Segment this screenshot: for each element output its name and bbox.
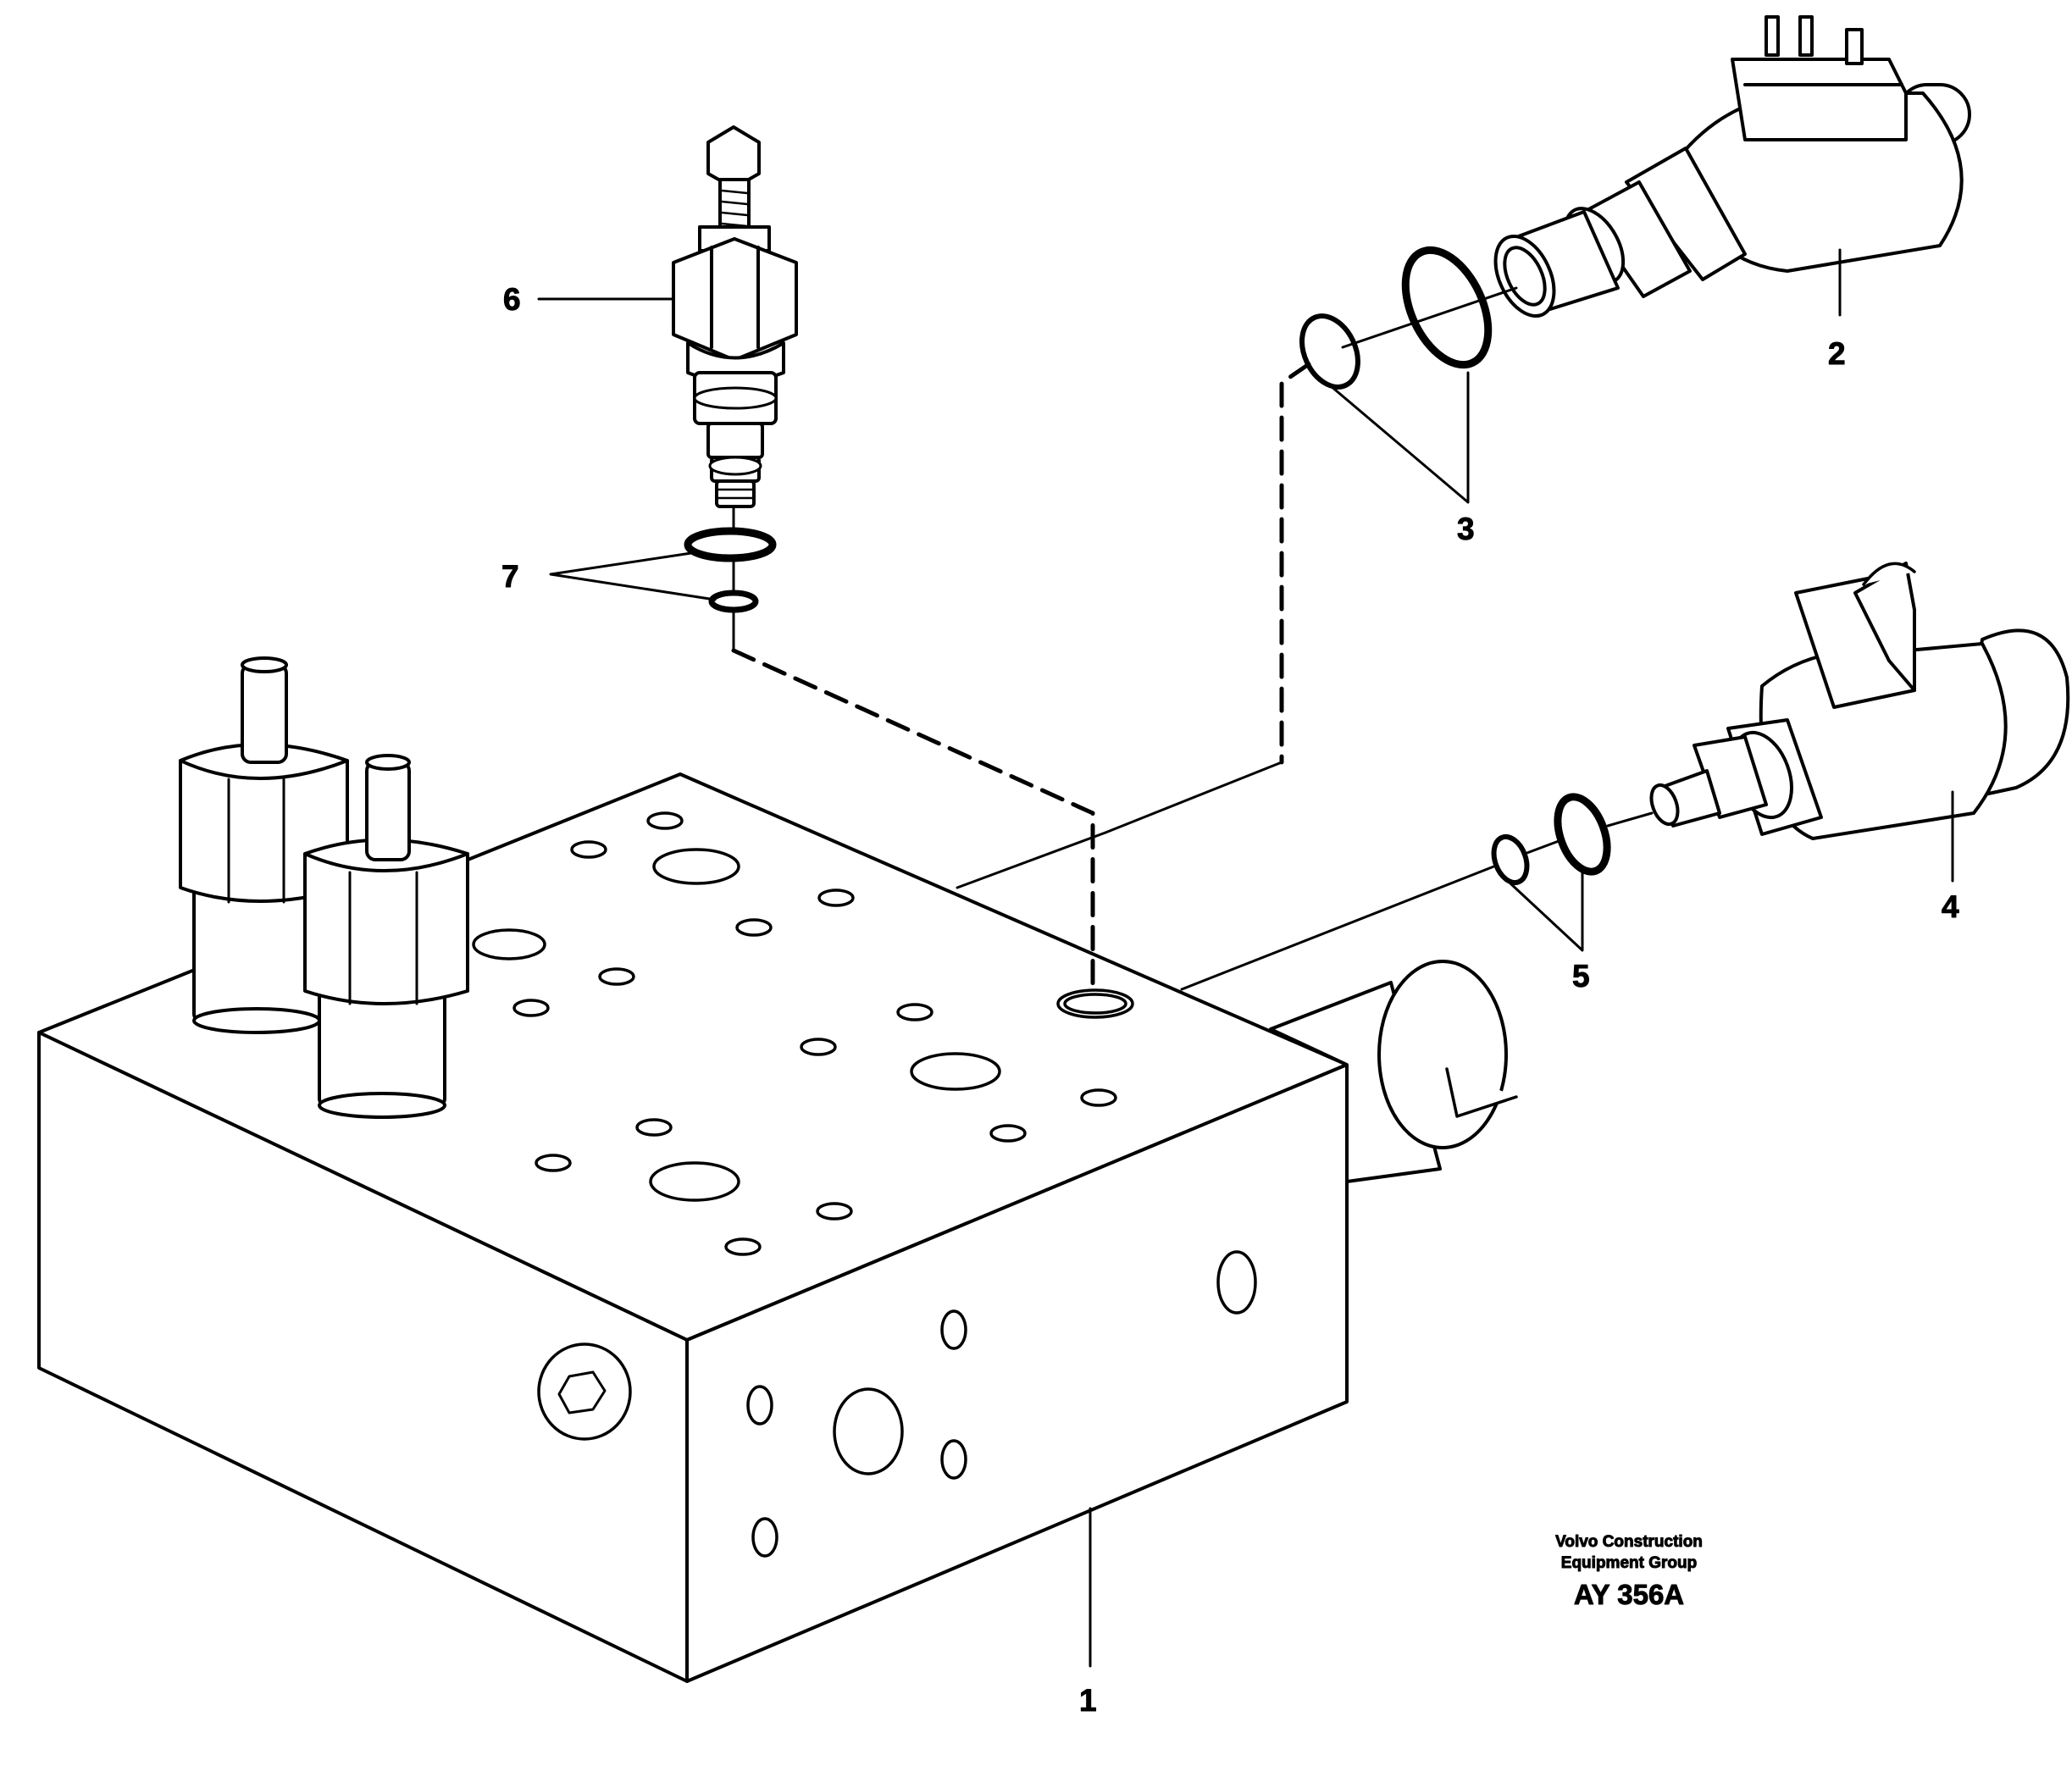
callout-4: 4 bbox=[1942, 889, 1959, 924]
solenoid-lower-o-rings bbox=[1491, 793, 1611, 886]
callout-3: 3 bbox=[1457, 512, 1475, 546]
caption-figure-code: AY 356A bbox=[1574, 1579, 1684, 1610]
callout-7: 7 bbox=[501, 559, 519, 594]
callout-1: 1 bbox=[1079, 1683, 1097, 1718]
caption-company-line2: Equipment Group bbox=[1561, 1554, 1697, 1572]
callout-6: 6 bbox=[503, 282, 521, 317]
leader-lines bbox=[537, 248, 1954, 1668]
callout-2: 2 bbox=[1828, 336, 1846, 371]
callout-5: 5 bbox=[1572, 959, 1590, 994]
solenoid-upper-o-rings bbox=[1299, 246, 1493, 390]
solenoid-valve-lower bbox=[1649, 562, 2070, 840]
solenoid-valve-upper bbox=[1493, 15, 1971, 318]
block-pressure-switch-front bbox=[303, 754, 469, 1119]
block-rear-solenoid bbox=[1269, 960, 1518, 1183]
relief-valve bbox=[672, 125, 798, 508]
assembly-lines bbox=[731, 286, 1654, 992]
caption-company-line1: Volvo Construction bbox=[1555, 1533, 1703, 1551]
